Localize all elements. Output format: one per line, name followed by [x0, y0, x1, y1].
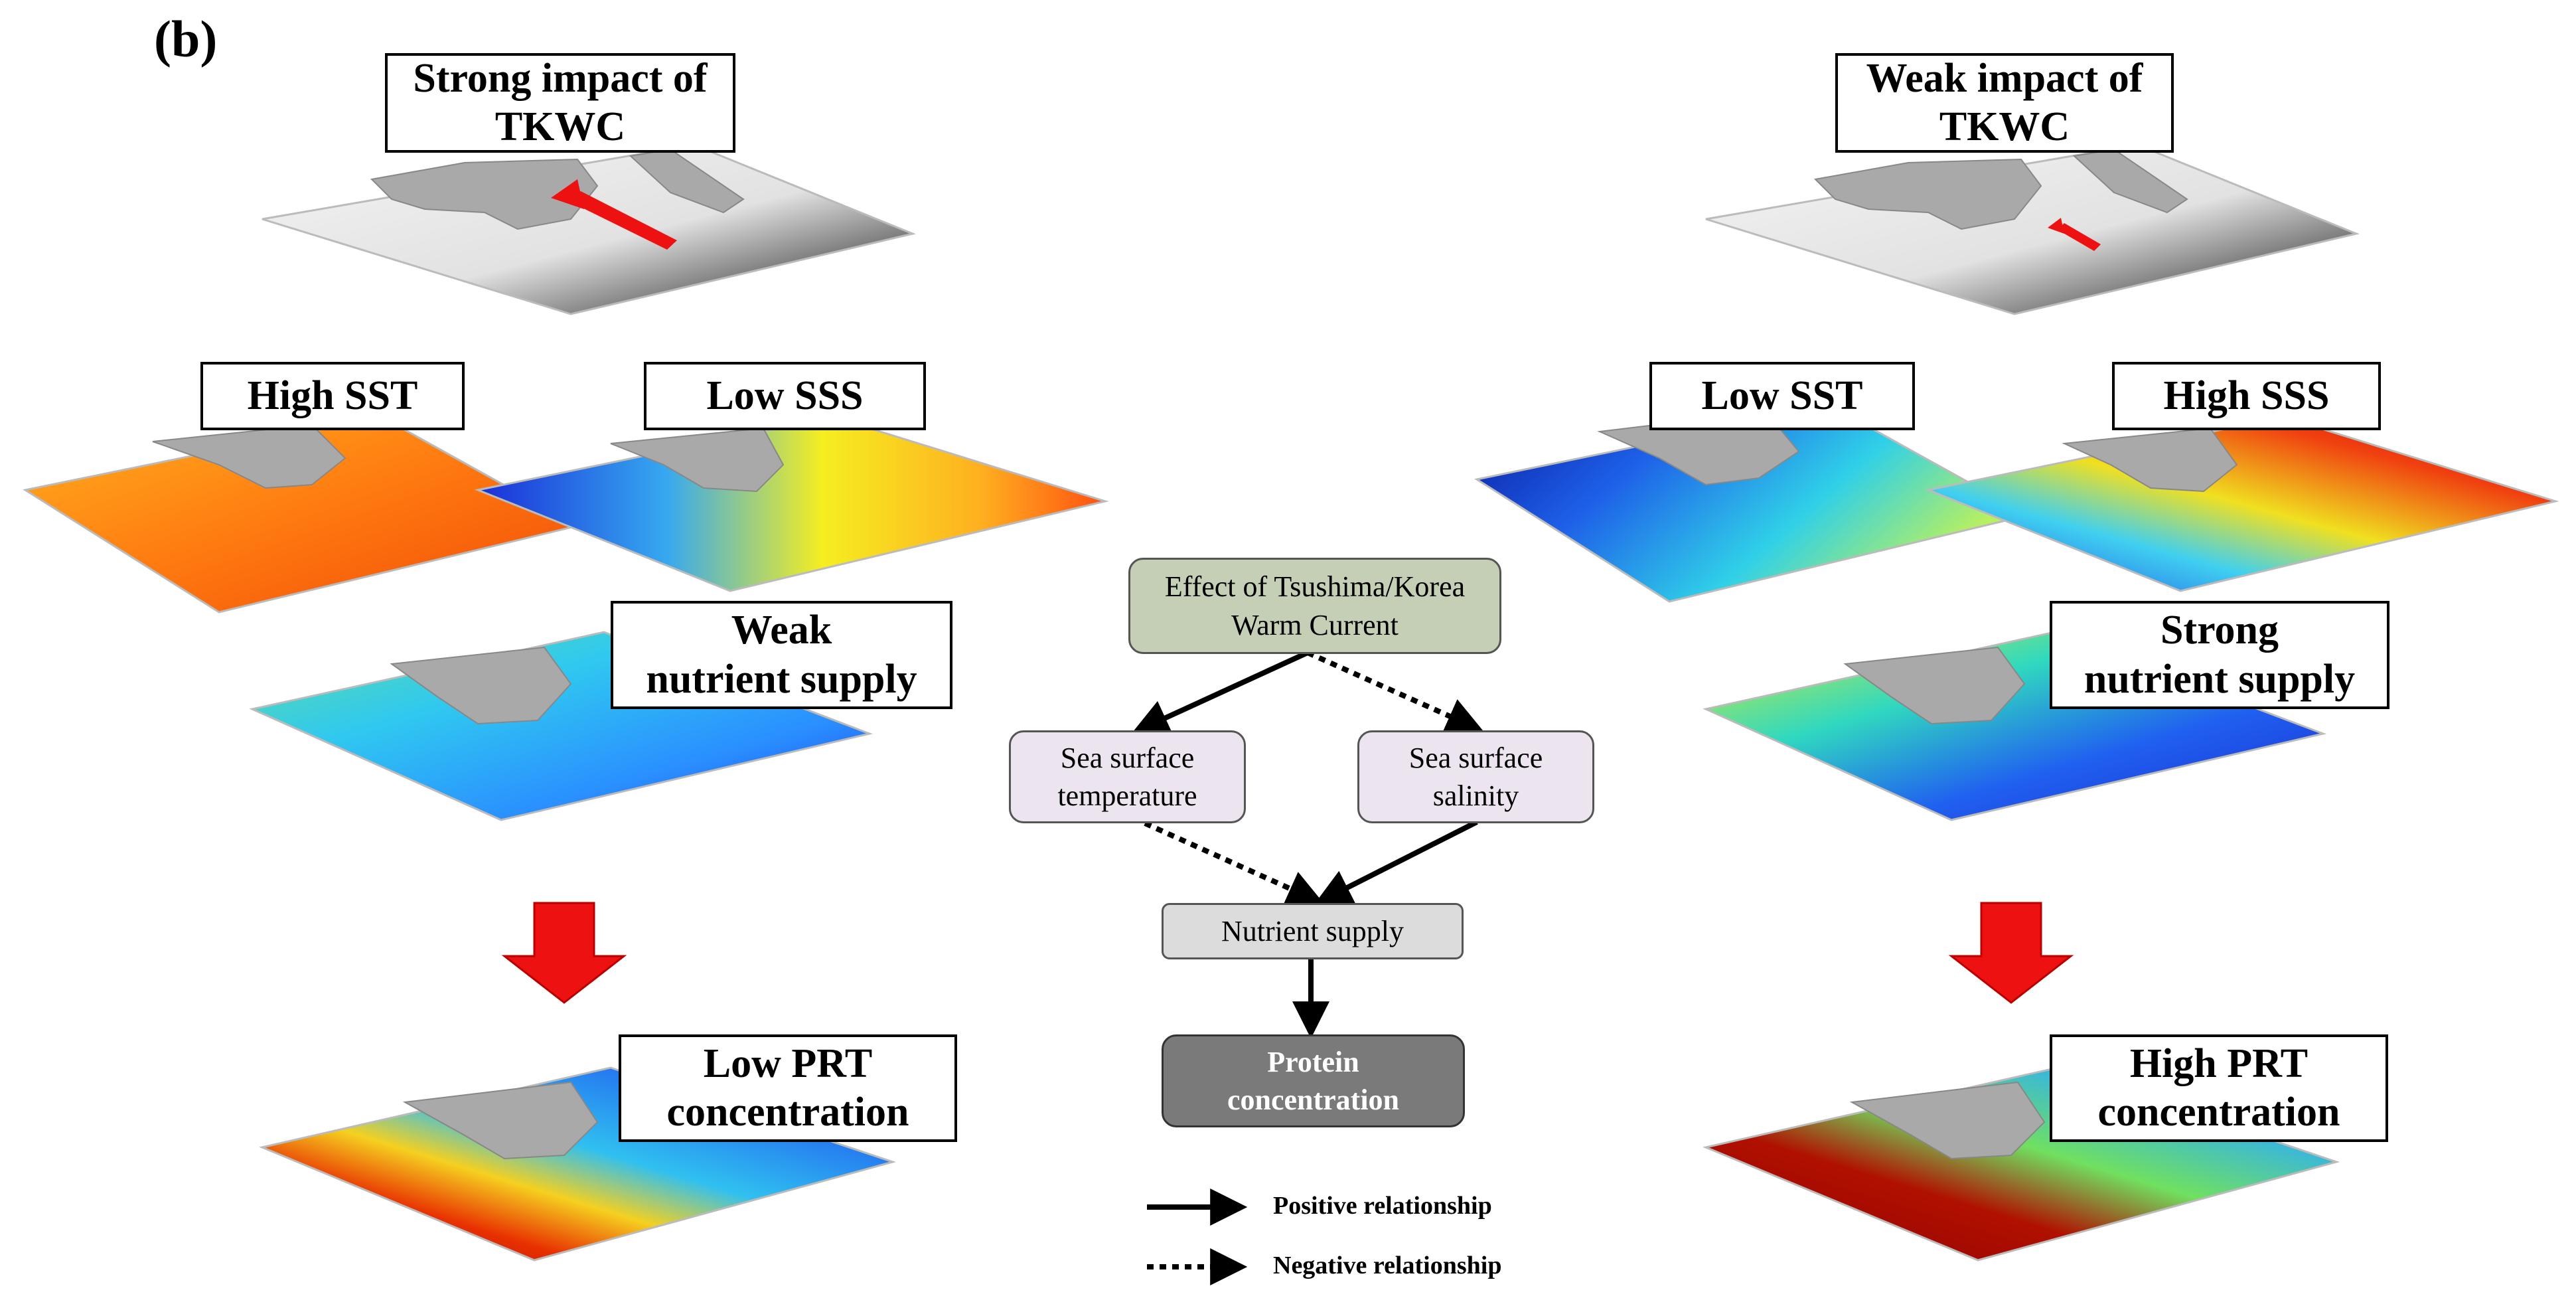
panel-label: (b) — [154, 10, 218, 68]
flow-nutrient-box: Nutrient supply — [1162, 903, 1464, 959]
down-arrow-right — [1948, 902, 2074, 1004]
map-right-sst — [1474, 405, 2031, 603]
arrow-sst-to-nutrient — [1144, 821, 1325, 906]
label-weak-tkwc: Weak impact of TKWC — [1835, 53, 2174, 153]
down-arrow-left — [501, 902, 627, 1004]
map-left-sst — [23, 416, 581, 613]
map-right-tkwc — [1705, 143, 2360, 315]
arrow-sss-to-nutrient — [1314, 819, 1478, 905]
label-strong-nutrient: Strong nutrient supply — [2050, 601, 2389, 709]
label-low-sst: Low SST — [1649, 362, 1915, 430]
map-left-sss — [474, 416, 1109, 592]
label-weak-nutrient: Weak nutrient supply — [611, 601, 952, 709]
tkwc-arrow-weak — [2058, 223, 2101, 251]
map-right-sss — [1924, 416, 2559, 592]
tkwc-arrow-strong — [568, 191, 677, 250]
flow-sss-box: Sea surface salinity — [1357, 730, 1594, 823]
label-low-prt: Low PRT concentration — [619, 1034, 957, 1142]
label-low-sss: Low SSS — [644, 362, 926, 430]
flow-sst-box: Sea surface temperature — [1009, 730, 1246, 823]
label-strong-tkwc: Strong impact of TKWC — [385, 53, 735, 153]
flow-protein-box: Protein concentration — [1162, 1034, 1465, 1127]
legend-negative-label: Negative relationship — [1273, 1252, 1502, 1279]
legend-positive-label: Positive relationship — [1273, 1192, 1492, 1220]
arrow-effect-to-sst — [1131, 650, 1309, 735]
label-high-prt: High PRT concentration — [2050, 1034, 2388, 1142]
label-high-sst: High SST — [200, 362, 465, 430]
flow-effect-box: Effect of Tsushima/Korea Warm Current — [1128, 558, 1501, 654]
arrow-effect-to-sss — [1306, 650, 1484, 734]
map-left-tkwc — [262, 143, 916, 315]
label-high-sss: High SSS — [2112, 362, 2381, 430]
